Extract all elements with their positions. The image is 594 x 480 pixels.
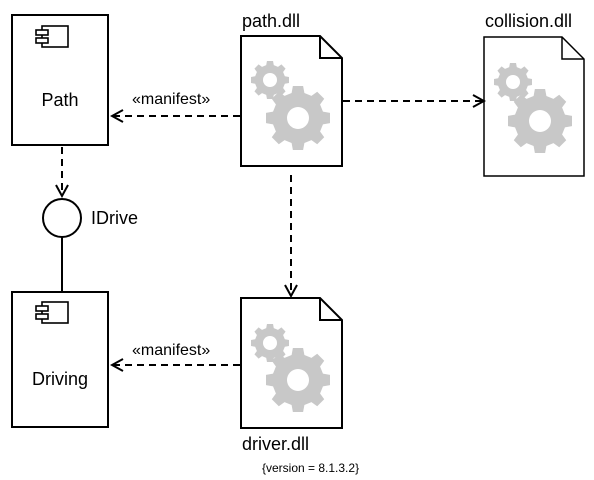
component-path-label: Path bbox=[41, 90, 78, 110]
gear-icon bbox=[251, 61, 330, 150]
artifact-fold bbox=[561, 37, 584, 60]
gear-icon bbox=[251, 324, 330, 412]
artifact-collision-dll[interactable]: collision.dll bbox=[483, 11, 585, 177]
manifest-label-driving: «manifest» bbox=[132, 342, 210, 359]
interface-ball bbox=[42, 198, 82, 238]
component-driving-label: Driving bbox=[32, 369, 88, 389]
artifact-driver-dll[interactable]: driver.dll {version = 8.1.3.2} bbox=[240, 297, 359, 475]
interface-idrive-label: IDrive bbox=[91, 208, 138, 228]
component-icon bbox=[35, 25, 69, 48]
artifact-path-dll-label: path.dll bbox=[242, 11, 300, 31]
artifact-fold bbox=[319, 298, 342, 321]
artifact-path-dll[interactable]: path.dll bbox=[240, 11, 343, 167]
artifact-collision-dll-label: collision.dll bbox=[485, 11, 572, 31]
artifact-driver-dll-label: driver.dll bbox=[242, 434, 309, 454]
interface-idrive[interactable]: IDrive bbox=[42, 198, 138, 292]
artifact-driver-dll-version-constraint: {version = 8.1.3.2} bbox=[262, 461, 359, 475]
artifact-fold bbox=[319, 36, 342, 59]
component-path[interactable]: Path bbox=[11, 14, 109, 146]
gear-icon bbox=[494, 63, 572, 153]
component-icon bbox=[35, 301, 69, 324]
manifest-label-path: «manifest» bbox=[132, 91, 210, 108]
component-driving[interactable]: Driving bbox=[11, 291, 109, 428]
manifest-relationship-driving: «manifest» bbox=[112, 342, 240, 365]
manifest-relationship-path: «manifest» bbox=[112, 91, 240, 116]
